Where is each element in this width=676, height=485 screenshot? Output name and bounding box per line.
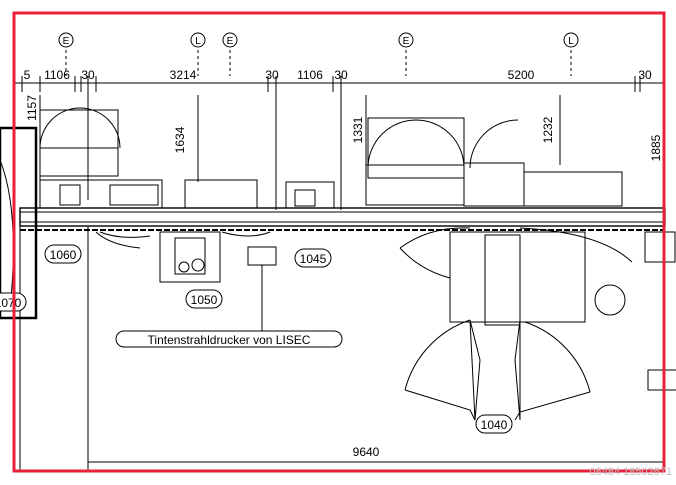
top-dimension-value: 1106 [297, 68, 323, 82]
top-dimension-value: 5200 [508, 68, 535, 82]
station-labels: 1060 1050 1045 1040 1070 [0, 244, 513, 434]
axis-marker-l: L [195, 36, 201, 47]
top-dimension-value: 30 [638, 68, 652, 82]
vertical-dimension-value: 1331 [351, 116, 365, 143]
axis-marker-circle [190, 32, 206, 48]
station-label-1045: 1045 [300, 252, 327, 266]
top-dimension-value: 3214 [170, 68, 197, 82]
conveyor-line [19, 207, 666, 231]
axis-marker-circle [563, 32, 579, 48]
station-label-1050: 1050 [191, 293, 218, 307]
station-label-box [185, 289, 223, 309]
top-dimension-value: 1106 [44, 68, 70, 82]
axis-marker-e: E [403, 36, 410, 47]
module-1045 [285, 181, 335, 209]
vertical-dimensions: 1157 1634 1331 1232 1885 [25, 95, 663, 162]
axis-marker-l: L [568, 36, 574, 47]
dimension-ticks [21, 76, 641, 210]
top-dimensions: 5 1106 30 3214 30 1106 30 5200 30 [24, 68, 652, 82]
station-label-1060: 1060 [50, 248, 77, 262]
vertical-dimension-value: 1634 [173, 126, 187, 153]
axis-marker-e: E [63, 36, 70, 47]
printer-label: Tintenstrahldrucker von LISEC [148, 333, 311, 347]
watermark: 08484 18502671 [589, 466, 672, 478]
vertical-dimension-value: 1232 [541, 116, 555, 143]
module-1040 [365, 117, 633, 421]
station-label-1040: 1040 [481, 418, 508, 432]
axis-marker-circle [222, 32, 238, 48]
highlight-frame [12, 11, 666, 473]
module-1060 [39, 107, 163, 249]
axis-marker-e: E [227, 36, 234, 47]
top-dimension-value: 30 [334, 68, 348, 82]
axis-marker-circle [58, 32, 74, 48]
bottom-dimension: 9640 [353, 445, 380, 459]
station-label-1070: 1070 [0, 296, 22, 310]
module-1050 [159, 179, 277, 283]
printer-label-box [115, 330, 343, 348]
module-1070 [0, 126, 38, 320]
top-dimension-value: 5 [24, 68, 31, 82]
axis-marker-circle [398, 32, 414, 48]
vertical-dimension-value: 1157 [25, 95, 39, 121]
top-dimension-value: 30 [81, 68, 95, 82]
station-label-box [294, 248, 332, 268]
top-dimension-value: 30 [265, 68, 279, 82]
station-label-box [475, 414, 513, 434]
vertical-dimension-value: 1885 [649, 134, 663, 161]
station-label-box [44, 244, 82, 264]
